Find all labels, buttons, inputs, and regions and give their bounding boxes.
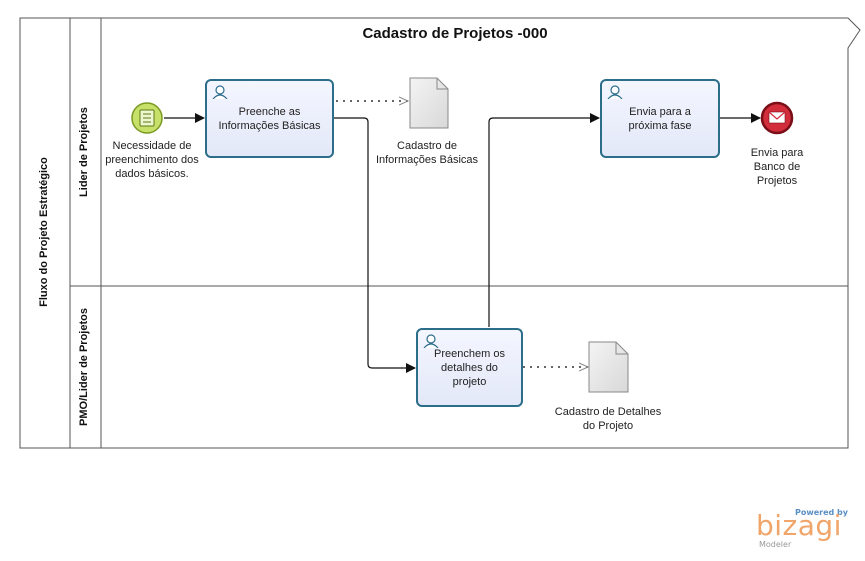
task-label: Preenchem os detalhes do projeto [434,347,505,388]
start-event-label: Necessidade de preenchimento dos dados b… [105,140,199,180]
data-object-2 [588,341,629,393]
lane-label-pmo: PMO/Lider de Projetos [78,308,90,426]
end-event[interactable] [760,101,794,135]
task-preenchem-detalhes[interactable]: Preenchem os detalhes do projeto [416,328,523,407]
task-label: Preenche as Informações Básicas [218,105,321,132]
task-preenche-informacoes[interactable]: Preenche as Informações Básicas [205,79,334,158]
task-label: Envia para a próxima fase [628,105,692,132]
modeler-text: Modeler [759,540,792,549]
data-object-label-2: Cadastro de Detalhes do Projeto [554,406,662,432]
bizagi-logo: bizagi [756,509,842,542]
pool-title: Cadastro de Projetos -000 [362,25,548,42]
flow-task3-to-task2 [488,113,600,327]
data-object-1 [409,77,449,129]
user-icon [423,334,439,348]
user-icon [607,85,623,99]
lane-label-lider: Lider de Projetos [78,107,90,197]
powered-by-text: Powered by [795,508,848,517]
user-icon [212,85,228,99]
task-envia-proxima-fase[interactable]: Envia para a próxima fase [600,79,720,158]
start-event[interactable] [131,102,163,134]
data-object-label-1: Cadastro de Informações Básicas [375,140,479,166]
end-event-label: Envia para Banco de Projetos [750,147,804,187]
flow-task1-to-task3 [333,117,416,373]
envelope-icon [768,111,786,124]
pool-label: Fluxo do Projeto Estratégico [38,157,50,307]
